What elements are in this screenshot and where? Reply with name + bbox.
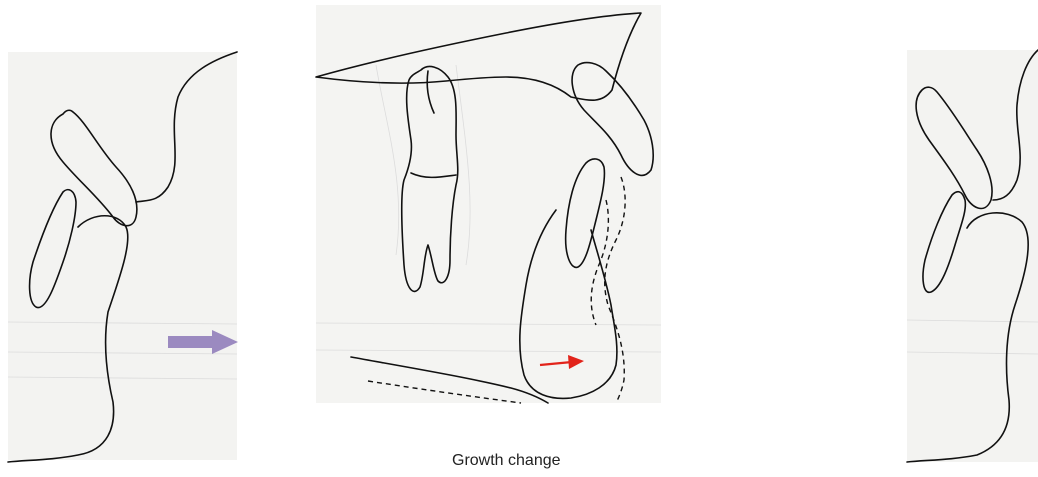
upper-incisor-outline	[51, 110, 137, 225]
lower-incisor-outline	[30, 190, 76, 308]
figure-caption: Growth change	[452, 452, 561, 470]
mandibular-border-line	[351, 357, 548, 403]
growth-change-panel	[316, 5, 661, 403]
lower-lip-chin-outline	[8, 216, 128, 462]
upper-lip-outline	[993, 50, 1038, 200]
lower-incisor-outline	[566, 159, 605, 267]
growth-change-drawing	[316, 5, 661, 403]
upper-incisor-outline	[572, 63, 653, 176]
mandible-symphysis-outline	[520, 210, 617, 398]
faint-background-print	[907, 320, 1038, 354]
transition-arrow-icon	[168, 330, 238, 354]
maxilla-outline	[316, 13, 641, 100]
after-profile-panel	[907, 50, 1038, 462]
growth-direction-arrow-icon	[540, 355, 584, 369]
before-profile-panel	[8, 52, 237, 460]
lower-incisor-outline	[923, 192, 965, 293]
lower-lip-chin-outline	[907, 213, 1028, 462]
after-profile-drawing	[907, 50, 1038, 462]
before-profile-drawing	[8, 52, 237, 460]
upper-lip-outline	[136, 52, 237, 202]
upper-molar-root-divider	[427, 71, 434, 113]
upper-incisor-outline	[916, 87, 992, 208]
dashed-growth-contour-posterior	[591, 200, 608, 325]
upper-molar-crown-line	[411, 173, 456, 177]
